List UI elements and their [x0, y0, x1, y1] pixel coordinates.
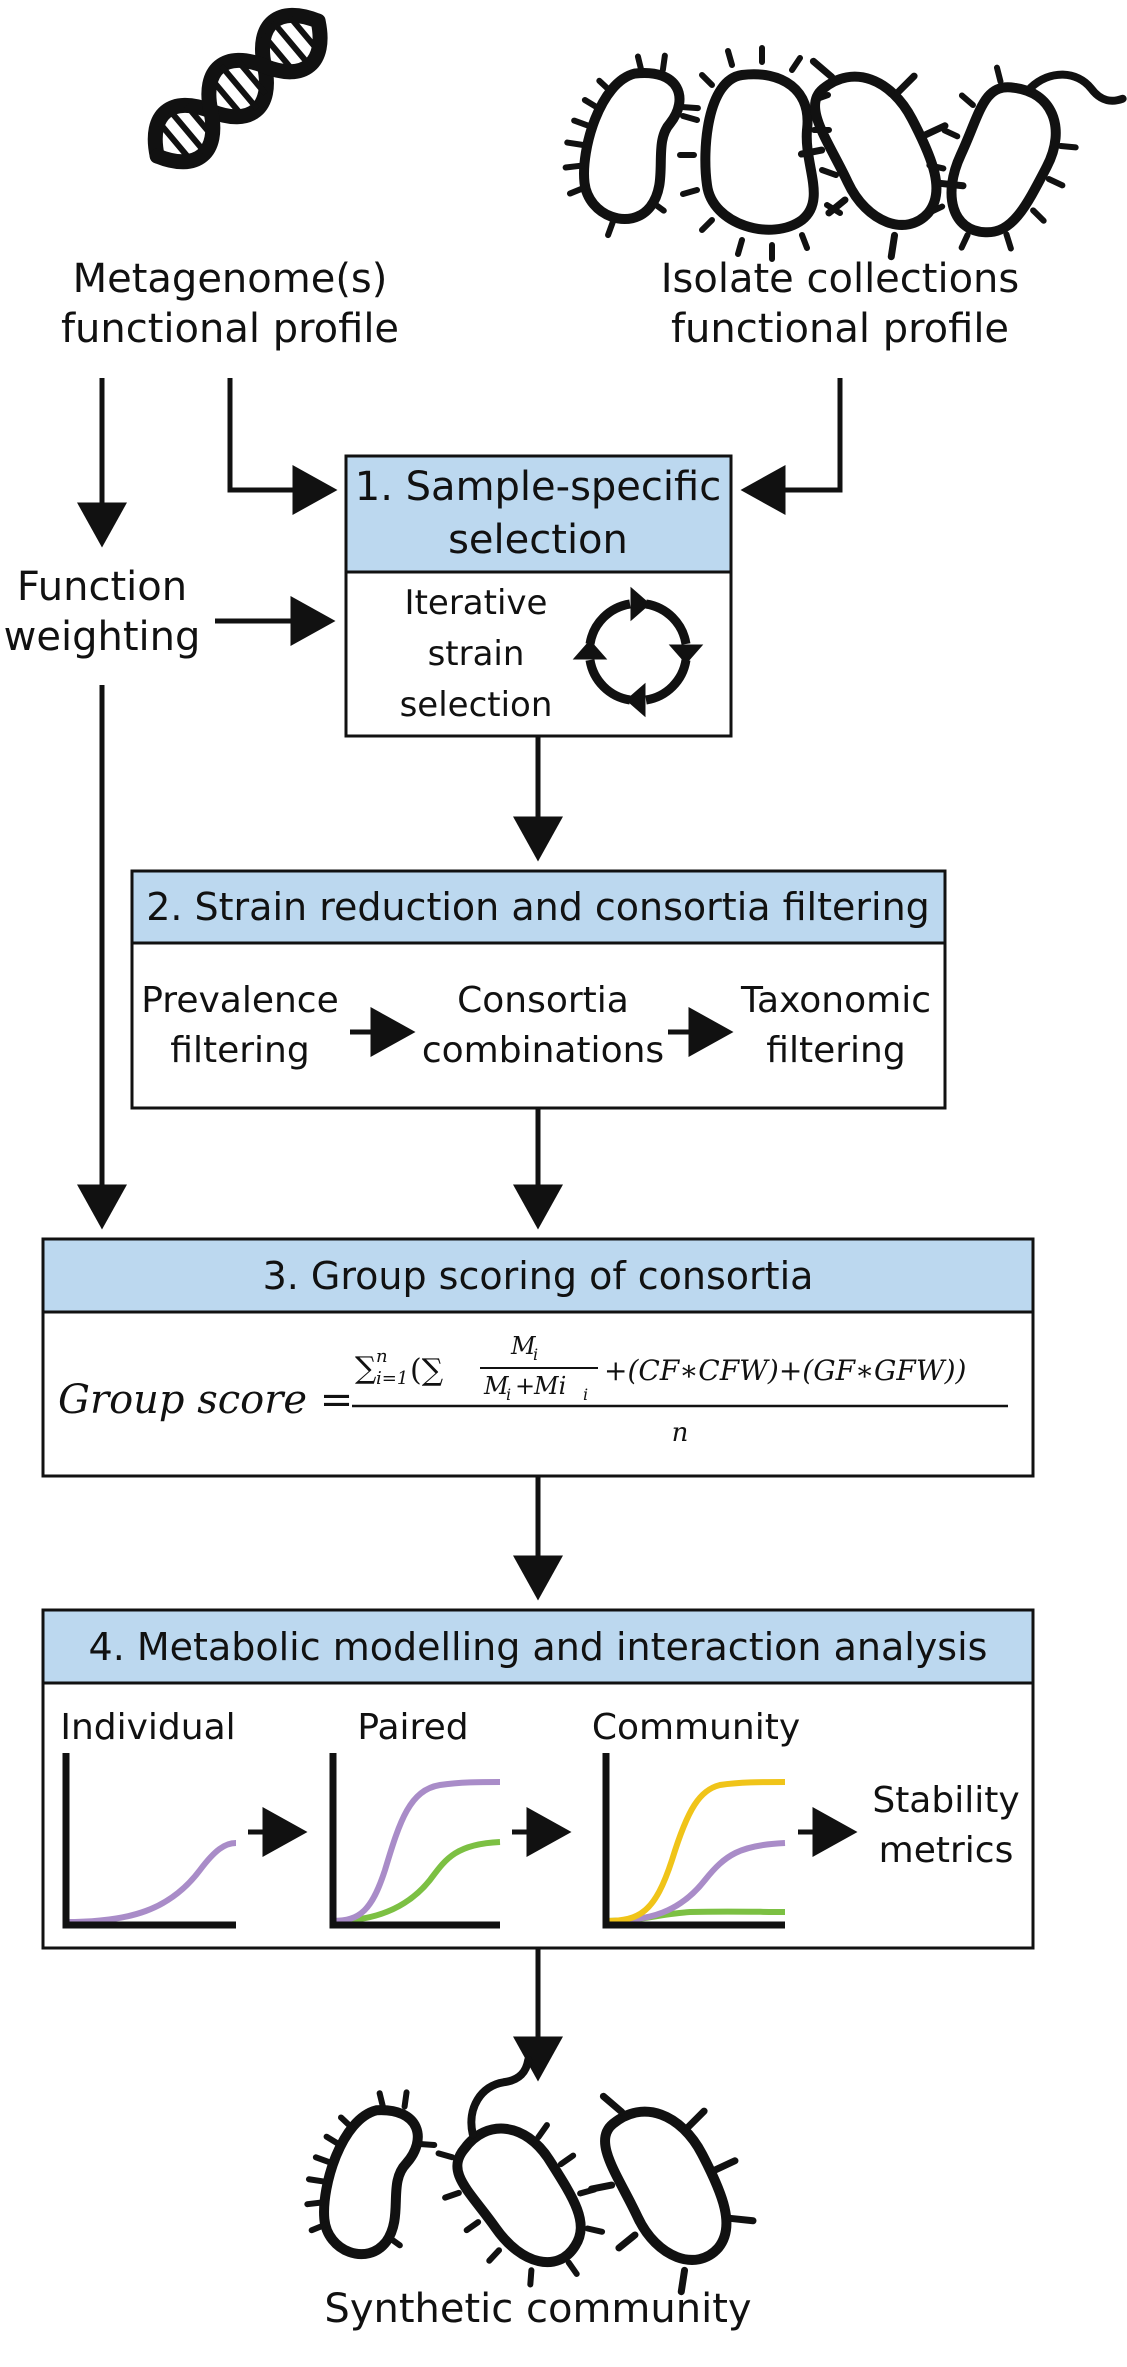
step2-box: 2. Strain reduction and consortia filter… — [130, 869, 947, 1110]
step2-item2-line2: combinations — [422, 1030, 664, 1071]
community-yellow-curve — [605, 1779, 786, 1924]
step3-box: 3. Group scoring of consortia Group scor… — [41, 1237, 1035, 1478]
bacterium-icon — [435, 2056, 606, 2288]
community-growth-plot — [602, 1753, 786, 1929]
step2-header — [130, 869, 947, 945]
bacterium-icon — [587, 2092, 757, 2296]
cycle-icon — [572, 586, 704, 718]
step1-title-line2: selection — [448, 517, 628, 563]
step1-body-line1: Iterative — [405, 583, 548, 623]
paired-growth-plot — [329, 1753, 501, 1929]
step1-box: 1. Sample-specific selection Iterative s… — [344, 454, 733, 738]
formula-frac-den-b-sub: i — [583, 1385, 588, 1404]
step2-body — [130, 941, 947, 1110]
panel-label-individual: Individual — [60, 1707, 235, 1748]
dna-icon — [147, 7, 328, 170]
panel-label-community: Community — [592, 1707, 800, 1748]
individual-growth-plot — [62, 1753, 237, 1929]
step1-body — [344, 570, 733, 738]
formula-lhs: Group score = — [58, 1377, 353, 1423]
stability-label-line2: metrics — [879, 1830, 1014, 1871]
individual-purple-curve — [65, 1840, 237, 1925]
isolates-label-line1: Isolate collections — [661, 256, 1020, 302]
step4-title: 4. Metabolic modelling and interaction a… — [89, 1625, 988, 1669]
arrow-metagenome-to-step1 — [227, 378, 338, 515]
individual-plot-axes — [62, 1753, 236, 1929]
step3-title: 3. Group scoring of consortia — [263, 1254, 814, 1298]
step4-header — [41, 1608, 1035, 1685]
group-score-formula: Group score = ∑ n i=1 (∑ M i M i + Mi i … — [58, 1332, 1008, 1448]
step1-body-line3: selection — [400, 685, 553, 725]
formula-sum-sup: n — [376, 1346, 388, 1367]
step2-item1-line2: filtering — [170, 1030, 309, 1071]
metagenome-label-line2: functional profile — [61, 306, 399, 352]
flow-connectors — [77, 378, 843, 2082]
community-purple-curve — [605, 1840, 786, 1924]
synthetic-community-icons — [304, 2056, 757, 2296]
formula-sum-symbol: ∑ — [355, 1351, 377, 1386]
formula-frac-den-b: Mi — [533, 1372, 566, 1400]
bacterium-icon — [304, 2089, 438, 2260]
formula-denominator: n — [672, 1418, 689, 1448]
bacterium-icon — [562, 52, 701, 239]
paired-purple-curve — [332, 1779, 501, 1924]
formula-frac-den-a-sub: i — [506, 1385, 511, 1404]
formula-frac-den-a: M — [483, 1372, 510, 1400]
step1-title-line1: 1. Sample-specific — [355, 464, 721, 510]
step1-header — [344, 454, 733, 574]
step2-item1-line1: Prevalence — [141, 980, 339, 1021]
step1-body-line2: strain — [428, 634, 525, 674]
arrow-isolates-to-step1 — [740, 378, 843, 515]
paired-green-curve — [332, 1839, 501, 1924]
weighting-label-line1: Function — [17, 564, 187, 610]
synthetic-community-label: Synthetic community — [324, 2286, 751, 2332]
weighting-label-line2: weighting — [4, 614, 201, 660]
step3-header — [41, 1237, 1035, 1314]
step2-item3-line1: Taxonomic — [740, 980, 931, 1021]
step2-title: 2. Strain reduction and consortia filter… — [146, 885, 930, 929]
formula-frac-num-sub: i — [533, 1345, 538, 1364]
step2-item2-line1: Consortia — [457, 980, 629, 1021]
isolates-label-line2: functional profile — [671, 306, 1009, 352]
formula-inner-open: (∑ — [410, 1353, 444, 1388]
metagenome-label-line1: Metagenome(s) — [73, 256, 388, 302]
formula-frac-den-plus: + — [515, 1372, 535, 1400]
formula-sum-sub: i=1 — [376, 1368, 408, 1389]
step3-body — [41, 1310, 1035, 1478]
bacterium-icon — [926, 64, 1127, 252]
stability-label-line1: Stability — [872, 1780, 1019, 1821]
paired-plot-axes — [329, 1753, 500, 1929]
formula-terms: +(CF∗CFW)+(GF∗GFW)) — [604, 1354, 966, 1387]
isolate-bacteria-icons — [562, 45, 1127, 262]
step2-item3-line2: filtering — [766, 1030, 905, 1071]
community-plot-axes — [602, 1753, 785, 1929]
panel-label-paired: Paired — [357, 1707, 468, 1748]
formula-frac-num: M — [510, 1332, 537, 1360]
step4-box: 4. Metabolic modelling and interaction a… — [41, 1608, 1035, 1950]
